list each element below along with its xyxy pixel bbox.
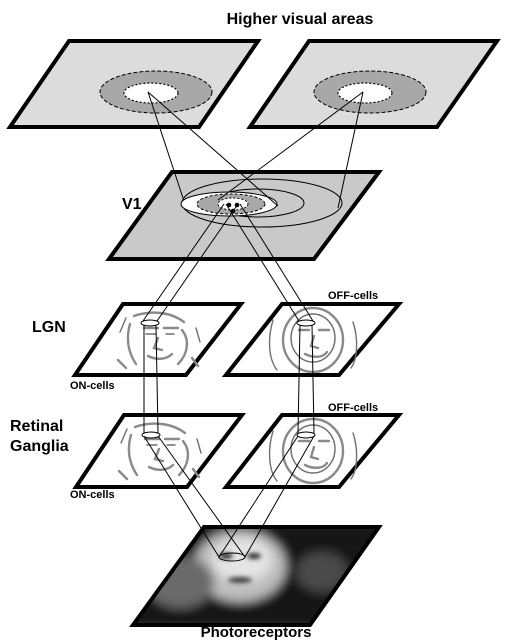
v1-label: V1: [122, 196, 142, 213]
retinal-ganglia-label-line1: Retinal: [10, 418, 63, 435]
higher-visual-areas-label: Higher visual areas: [227, 11, 374, 28]
photoreceptors-label: Photoreceptors: [201, 624, 312, 640]
higher-area-left: [10, 41, 258, 127]
lgn-label: LGN: [32, 319, 66, 336]
lgn-on-plane: [75, 304, 241, 375]
v1-plane: [109, 172, 379, 259]
higher-area-right: [250, 41, 497, 127]
lgn-off-cells-label: OFF-cells: [328, 290, 378, 302]
retina-on-plane: [76, 415, 242, 487]
retina-off-cells-label: OFF-cells: [328, 402, 378, 414]
lgn-on-cells-label: ON-cells: [70, 380, 115, 392]
photoreceptor-image: [120, 520, 390, 630]
retina-off-plane: [226, 415, 399, 487]
retinal-ganglia-label-line2: Ganglia: [10, 438, 69, 455]
retina-on-cells-label: ON-cells: [70, 489, 115, 501]
